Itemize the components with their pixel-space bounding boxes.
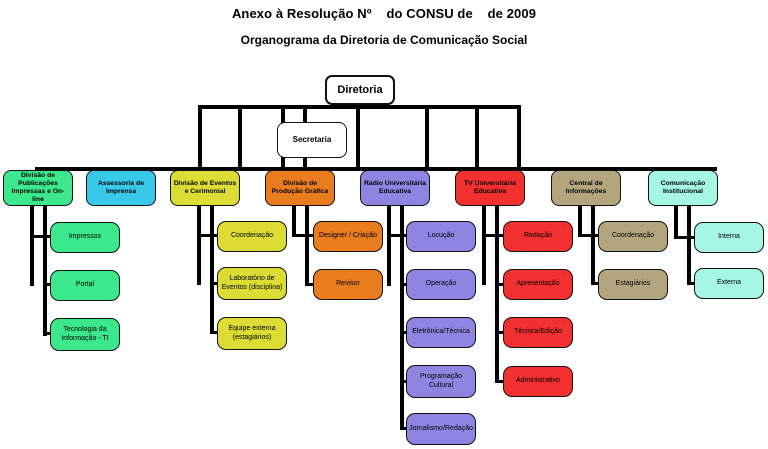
connector-line xyxy=(495,206,499,383)
sub-box-equipe-externa: Equipe externa (estagiários) xyxy=(217,317,287,350)
connector-line xyxy=(238,105,242,171)
connector-line xyxy=(356,105,360,171)
sub-box-apresentacao: Apresentação xyxy=(503,269,573,300)
dept-box-producao-grafica: Divisão de Produção Gráfica xyxy=(265,170,335,206)
connector-line xyxy=(495,380,505,383)
connector-line xyxy=(578,206,582,237)
connector-line xyxy=(517,105,521,171)
connector-line xyxy=(687,206,691,285)
sub-box-programacao-cultural: Programação Cultural xyxy=(406,365,476,398)
connector-line xyxy=(495,283,505,286)
connector-line xyxy=(43,283,52,286)
connector-line xyxy=(400,331,408,334)
connector-line xyxy=(197,206,201,285)
connector-line xyxy=(292,206,296,237)
sub-box-portal: Portal xyxy=(50,270,120,301)
connector-line xyxy=(43,332,52,335)
connector-line xyxy=(400,283,408,286)
diretoria-box: Diretoria xyxy=(325,75,395,105)
connector-line xyxy=(387,234,408,237)
page-subtitle: Organograma da Diretoria de Comunicação … xyxy=(240,33,528,47)
connector-line xyxy=(495,331,505,334)
connector-line xyxy=(198,105,202,171)
connector-line xyxy=(482,234,505,237)
sub-box-laboratorio-eventos: Laboratório de Eventos (disciplina) xyxy=(217,267,287,300)
sub-box-externa: Externa xyxy=(694,268,764,299)
sub-box-impressos: Impressos xyxy=(50,222,120,253)
sub-box-eventos-coordenacao: Coordenação xyxy=(217,221,287,252)
sub-box-revisor: Revisor xyxy=(313,269,383,300)
connector-line xyxy=(210,206,214,334)
sub-box-jornalismo-redacao: Jornalismo/Redação xyxy=(406,413,476,445)
dept-box-assessoria-imprensa: Assessoria de Imprensa xyxy=(86,170,156,206)
sub-box-designer-criacao: Designer / Criação xyxy=(313,221,383,252)
sub-box-tecnica-edicao: Técnica/Edição xyxy=(503,317,573,348)
connector-line xyxy=(292,234,313,237)
sub-box-administrativo: Administrativo xyxy=(503,366,573,397)
connector-line xyxy=(30,235,50,238)
sub-box-eletronica-tecnica: Eletrônica/Técnica xyxy=(406,317,476,348)
secretaria-box: Secretaria xyxy=(277,122,347,158)
connector-line xyxy=(400,206,404,430)
sub-box-estagiarios: Estagiários xyxy=(598,269,668,300)
sub-box-locucao: Locução xyxy=(406,221,476,252)
connector-line xyxy=(387,206,391,286)
sub-box-interna: Interna xyxy=(694,222,764,253)
dept-box-comunicacao-institucional: Comunicação Institucional xyxy=(648,170,718,206)
connector-line xyxy=(482,206,486,285)
page-title: Anexo à Resolução Nº do CONSU de de 2009 xyxy=(231,6,537,21)
dept-box-publicacoes: Divisão de Publicações Impressas e On-li… xyxy=(3,170,73,206)
connector-line xyxy=(475,105,479,171)
connector-line xyxy=(400,380,408,383)
connector-line xyxy=(674,236,696,239)
sub-box-redacao: Redação xyxy=(503,221,573,252)
dept-box-eventos-cerimonial: Divisão de Eventos e Cerimonial xyxy=(170,170,240,206)
dept-box-tv-universitaria: TV Universitária Educativa xyxy=(455,170,525,206)
connector-line xyxy=(30,206,34,286)
connector-line xyxy=(425,105,429,171)
connector-line xyxy=(305,283,315,286)
connector-line xyxy=(305,206,309,286)
connector-line xyxy=(674,206,678,239)
dept-box-radio-universitaria: Rádio Universitária Educativa xyxy=(360,170,430,206)
sub-box-operacao: Operação xyxy=(406,269,476,300)
connector-line xyxy=(578,234,600,237)
sub-box-tecnologia-informacao: Tecnologia da Informação - TI xyxy=(50,318,120,351)
connector-line xyxy=(210,282,219,285)
sub-box-central-coordenacao: Coordenação xyxy=(598,221,668,252)
connector-line xyxy=(591,282,600,285)
connector-line xyxy=(35,167,717,171)
connector-line xyxy=(687,282,696,285)
connector-line xyxy=(591,206,595,285)
connector-line xyxy=(43,206,47,336)
connector-line xyxy=(400,427,408,430)
connector-line xyxy=(210,331,219,334)
connector-line xyxy=(197,234,217,237)
dept-box-central-informacoes: Central de Informações xyxy=(551,170,621,206)
